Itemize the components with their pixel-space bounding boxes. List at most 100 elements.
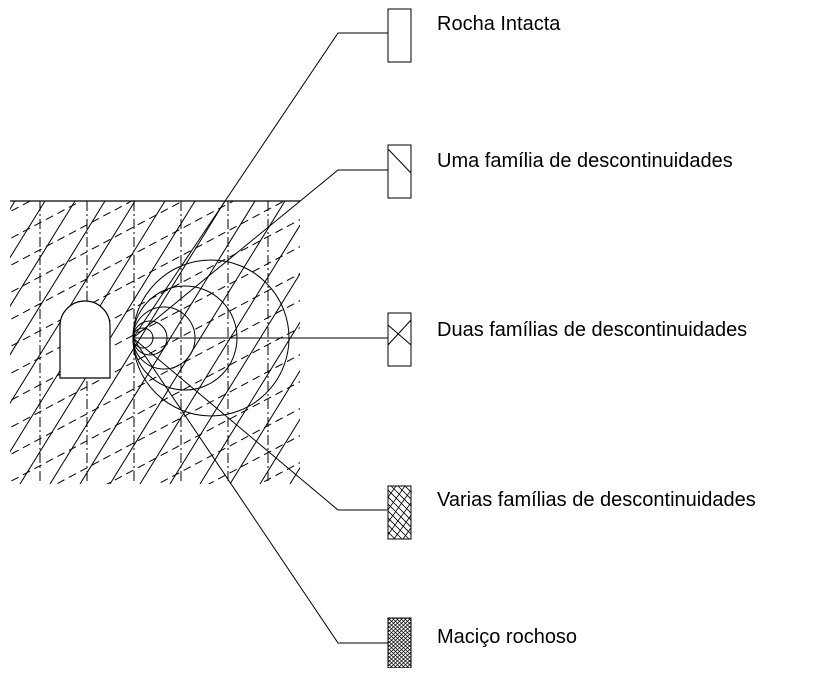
hatch-line bbox=[389, 647, 411, 668]
hatch-line bbox=[388, 636, 411, 660]
rock-mass-block bbox=[0, 20, 320, 668]
symbol-one-set bbox=[387, 144, 412, 199]
joint-solid bbox=[10, 201, 76, 308]
hatch-line bbox=[388, 621, 411, 644]
hatch-line bbox=[340, 486, 378, 539]
hatch-line bbox=[388, 489, 411, 514]
joint-set-dashed bbox=[0, 20, 320, 668]
joint-dashed bbox=[10, 273, 300, 429]
hatch-line bbox=[388, 640, 411, 663]
hatch-line bbox=[388, 538, 389, 539]
hatch-line bbox=[388, 647, 410, 668]
label-intact-rock: Rocha Intacta bbox=[437, 13, 561, 35]
label-rock-mass: Maciço rochoso bbox=[437, 626, 578, 648]
label-one-joint-set: Uma família de descontinuidades bbox=[437, 150, 733, 172]
hatch-line bbox=[388, 496, 411, 521]
joint-dashed bbox=[10, 219, 300, 375]
hatch-line bbox=[401, 659, 411, 668]
joint-solid bbox=[79, 201, 256, 484]
leader-line-rock-mass bbox=[132, 337, 388, 644]
joint-solid bbox=[289, 466, 300, 484]
tunnel-opening bbox=[59, 300, 111, 379]
hatch-line bbox=[388, 655, 402, 668]
hatch-line bbox=[388, 531, 396, 539]
joint-dashed bbox=[10, 300, 300, 456]
joint-dashed bbox=[10, 201, 286, 348]
hatch-line bbox=[388, 618, 411, 641]
joint-set-vertical bbox=[39, 201, 269, 484]
joint-solid bbox=[259, 418, 300, 484]
hatch-line bbox=[388, 651, 406, 668]
joint-dashed bbox=[207, 435, 300, 484]
hatch-line bbox=[388, 628, 411, 652]
hatch-line bbox=[328, 486, 381, 539]
joint-dashed bbox=[258, 462, 300, 484]
legend-symbols bbox=[322, 8, 412, 669]
hatch-line bbox=[388, 636, 411, 660]
joint-dashed bbox=[10, 327, 300, 483]
hatch-line bbox=[397, 486, 411, 500]
hatch-line bbox=[388, 618, 404, 633]
joint-dashed bbox=[0, 20, 320, 190]
hatch-line bbox=[388, 632, 411, 656]
hatch-line bbox=[331, 486, 369, 539]
joint-solid bbox=[199, 321, 300, 484]
hatch-line bbox=[395, 618, 411, 633]
joint-solid bbox=[10, 201, 136, 405]
hatch-line bbox=[388, 640, 411, 663]
hatch-line bbox=[388, 486, 406, 511]
symbol-intact bbox=[387, 8, 412, 63]
hatch-line bbox=[388, 618, 411, 641]
leader-lines bbox=[132, 32, 388, 644]
hatch-line bbox=[397, 655, 411, 668]
label-two-joint-sets: Duas famílias de descontinuidades bbox=[437, 319, 748, 341]
joint-dashed bbox=[0, 506, 320, 668]
hatch-line bbox=[322, 486, 360, 539]
hatch-line bbox=[399, 618, 411, 629]
hatch-line bbox=[388, 643, 411, 667]
joint-dashed bbox=[10, 201, 184, 294]
joint-dashed bbox=[55, 354, 300, 484]
hatch-line bbox=[390, 486, 411, 507]
hatch-line bbox=[388, 486, 397, 498]
joint-solid bbox=[10, 201, 16, 211]
joint-dashed bbox=[10, 246, 300, 402]
joint-dashed bbox=[10, 201, 235, 321]
joint-dashed bbox=[10, 201, 83, 240]
joint-solid bbox=[139, 224, 300, 484]
joint-dashed bbox=[157, 408, 300, 484]
hatch-line bbox=[388, 621, 411, 644]
joint-dashed bbox=[0, 479, 320, 649]
hatch-line bbox=[402, 527, 411, 539]
joint-dashed bbox=[10, 201, 133, 267]
hatch-line bbox=[388, 489, 411, 523]
leader-line-one-set bbox=[132, 169, 388, 339]
hatch-line bbox=[388, 625, 411, 648]
hatch-line bbox=[388, 643, 411, 667]
hatch-line bbox=[388, 618, 400, 629]
hatch-line bbox=[393, 514, 411, 539]
label-many-joint-sets: Varias famílias de descontinuidades bbox=[437, 489, 756, 511]
hatch-line bbox=[388, 524, 403, 539]
joint-solid bbox=[229, 369, 300, 484]
hatch-line bbox=[391, 618, 411, 637]
hatch-line bbox=[388, 502, 411, 536]
hatch-line bbox=[388, 632, 411, 656]
symbol-many-sets bbox=[322, 485, 412, 540]
joint-solid bbox=[109, 201, 286, 484]
hatch-line bbox=[388, 503, 411, 528]
hatch-line bbox=[393, 651, 411, 668]
joint-solid bbox=[10, 201, 46, 259]
symbol-two-sets bbox=[387, 312, 412, 367]
hatch-line bbox=[349, 486, 387, 539]
symbol-rock-mass bbox=[387, 617, 412, 669]
leader-line-many-sets bbox=[132, 337, 388, 511]
hatch-line bbox=[388, 625, 411, 648]
hatch-line bbox=[388, 628, 411, 652]
joint-dashed bbox=[106, 381, 300, 484]
hatch-line bbox=[388, 659, 398, 668]
hatch-line bbox=[388, 618, 408, 637]
hatch-line bbox=[388, 510, 411, 535]
